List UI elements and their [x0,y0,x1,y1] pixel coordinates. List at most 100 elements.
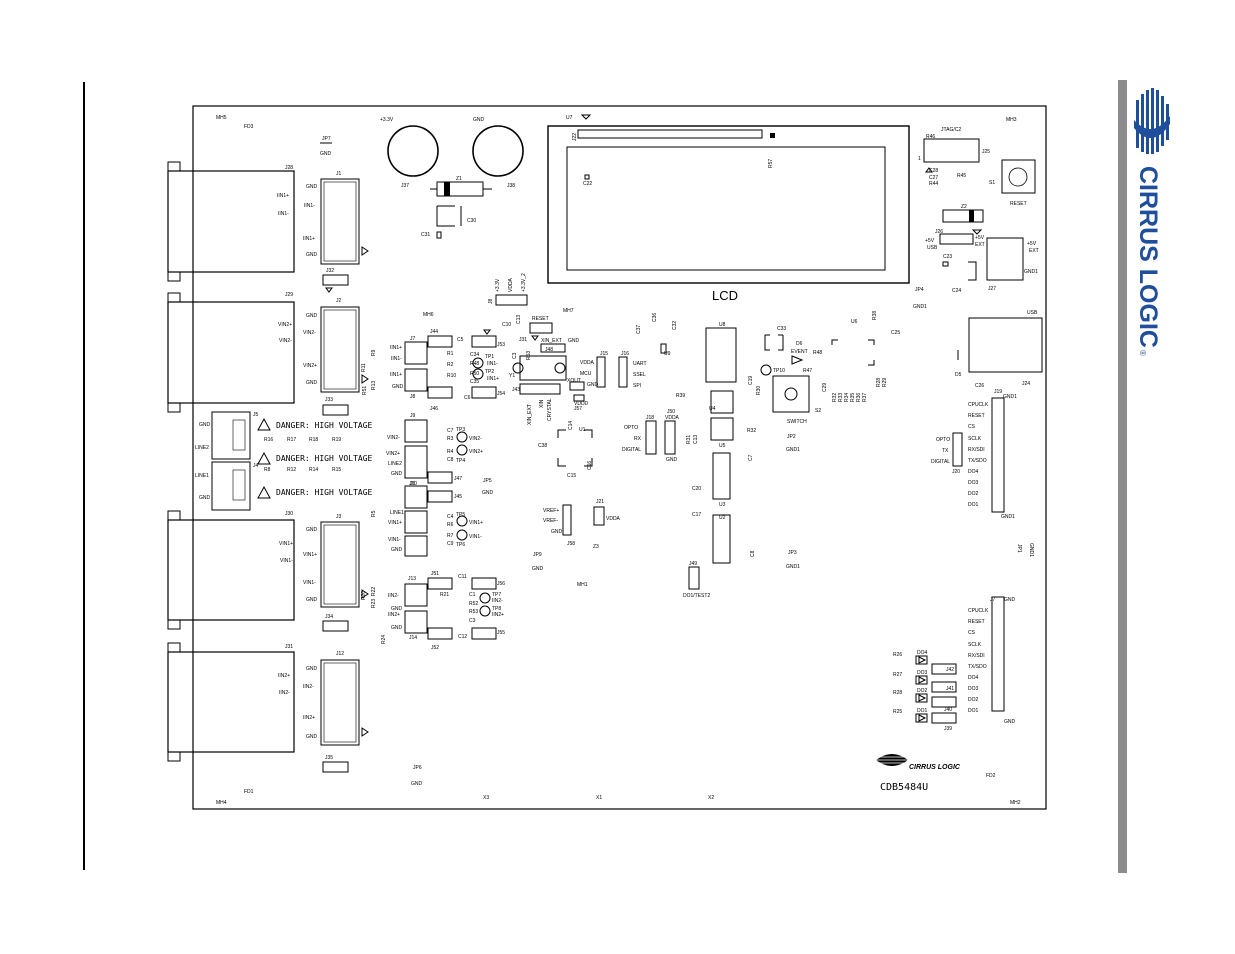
front-r52-label: R52 [469,601,478,607]
jtag-pin1-label: 1 [918,156,921,162]
inputs-j31-j12_pins-3-label: GND [306,734,318,740]
leds-0-d-label: DO4 [917,650,928,656]
mcu-mcu_label-label: MCU [580,371,592,377]
mh5-label: MH5 [216,115,227,121]
front-j47-label: J47 [454,476,462,482]
jp5-gnd-label: GND [482,490,494,496]
mcu-j16-label: J16 [621,351,629,357]
front-r_left-1-label: R11 [361,363,367,372]
led-icon [918,694,927,702]
usb-label: USB [1027,310,1038,316]
front-j8_pins-1-label: GND [392,384,404,390]
jp2-gnd-label: GND1 [786,447,800,453]
j29-pin2: VIN2- [279,338,292,344]
c31-label: C31 [421,232,430,238]
mcu-vdda-label: VDDA [580,360,595,366]
mcu-j50-label: J50 [667,409,675,415]
ics-u5-label: U5 [719,443,726,449]
front-tp6-label: TP6 [456,542,465,548]
usb-word-label: USB [927,245,938,251]
led-do2: R28 DO2 J40 [893,688,957,713]
cirrus-logic-mark-icon [1134,88,1170,154]
front-tp8_l-label: IIN2+ [492,612,504,618]
front-c6-label: C6 [464,395,471,401]
front-r4-label: R4 [447,449,454,455]
ic-column: U8 U4 U5 U3 U2 R39 R31 C13 R32 C7 C20 C1… [676,322,756,599]
switch-r_array-1-label: R33 [838,393,844,402]
j25-label: J25 [982,149,990,155]
mcu-crystal [519,355,567,381]
front-j8_pins-0-label: IIN1+ [390,372,402,378]
ics-u8-label: U8 [719,322,726,328]
mcu-r53-label: R53 [526,351,532,360]
mcu-j48-label: J48 [545,347,553,353]
switch-tp10-label: TP10 [773,368,785,374]
ext-word-label: EXT [975,242,985,248]
board-model-label: CDB5484U [880,782,928,793]
front-r_mid2-2-label: R50 [470,371,479,377]
input-bnc-j30: J30 VIN1+ VIN1- J3 GND VIN1+ VIN1- GND J… [167,510,369,632]
leds-3-d-label: DO1 [917,708,928,714]
headers-j20_labels-1-label: TX [942,448,949,454]
j27-jack [986,237,1024,281]
switch-section: SWITCH S2 TP10 C33 D6 EVENT R48 R47 C19 … [748,311,900,425]
jp3-gnd-label: GND1 [786,564,800,570]
mh3-label: MH3 [1006,117,1017,123]
mcu-reset-label: RESET [532,316,549,322]
j31-label: J31 [285,644,293,650]
switch-r_array-7-label: R29 [882,378,888,387]
inputs-j31-j12_pins-0-label: GND [306,666,318,672]
inputs-j31-j12_pins-1-label: IIN2- [303,684,314,690]
front-j7-label: J7 [410,336,416,342]
switch-r_array-5-label: R37 [862,393,868,402]
danger-warning-2: DANGER: HIGH VOLTAGE [257,451,373,465]
r57-label: R57 [768,159,774,168]
j15-header [596,356,606,388]
front-j13_pins-1-label: GND [391,606,403,612]
headers-j19_pins-5-label: TX/SDO [968,458,987,464]
input-bnc-j31: J31 IIN2+ IIN2- J12 GND IIN2- IIN2+ GND … [167,642,369,773]
inputs-j30-j3_pins-2-label: VIN1- [303,580,316,586]
headers-j7b_pins-4-label: RX/SDI [968,653,985,659]
front-c5-label: C5 [457,337,464,343]
front-j7_pins-1-label: IIN1- [391,356,402,362]
u5-ic [710,417,734,441]
j28-label: J28 [285,165,293,171]
page-margin-rule [83,82,85,870]
switch-d6-label: D6 [796,341,803,347]
mcu-xout-label: XOUT [567,378,581,384]
danger-label-2: DANGER: HIGH VOLTAGE [276,454,373,463]
line-r_row2-2-label: R14 [309,467,318,473]
front-r7-label: R7 [447,533,454,539]
frontend-iin2: J13 IIN2- GND IIN2+ GND J14 J51 J52 J56 … [361,571,505,651]
p5v-usb-label: +5V [925,238,935,244]
front-c8-label: C8 [447,457,454,463]
u2-ic [712,514,731,564]
j26-label: J26 [935,229,943,235]
input-bnc-j28: J28 IIN1+ IIN1- J1 GND IIN1- IIN1+ GND J… [167,161,369,293]
x3-label: X3 [483,795,489,801]
headers-j7b_pins-2-label: CS [968,630,976,636]
headers-j7b_pins-8-label: DO2 [968,697,979,703]
front-j55-label: J55 [497,630,505,636]
j38-label: J38 [507,183,515,189]
front-j53-label: J53 [497,342,505,348]
front-tp4-label: TP4 [456,458,465,464]
line-j4_pins-0-label: LINE1 [195,473,209,479]
headers-j7b_pins-5-label: TX/SDO [968,664,987,670]
r44-label: R44 [929,181,938,187]
u4-ic [710,390,734,414]
leds-0-j-label: J42 [946,667,954,673]
j33-jumper [322,404,349,416]
mcu-vdda3-label: VDDA [665,415,680,421]
line-r_row1-0-label: R16 [264,437,273,443]
j12-terminal [320,659,360,746]
j44-jumper [427,335,453,348]
front-tp2-label: TP2 [485,369,494,375]
gnd1-jack-label: GND1 [1024,269,1038,275]
front-j14_pins-1-label: GND [391,625,403,631]
front-tp1-label: TP1 [485,354,494,360]
frontend-vin2: J9 VIN2- VIN2+ LINE2 GND J10 C7 R3 R4 C8… [386,413,483,487]
switch-c25-label: C25 [891,330,900,336]
warning-icon [257,485,271,499]
